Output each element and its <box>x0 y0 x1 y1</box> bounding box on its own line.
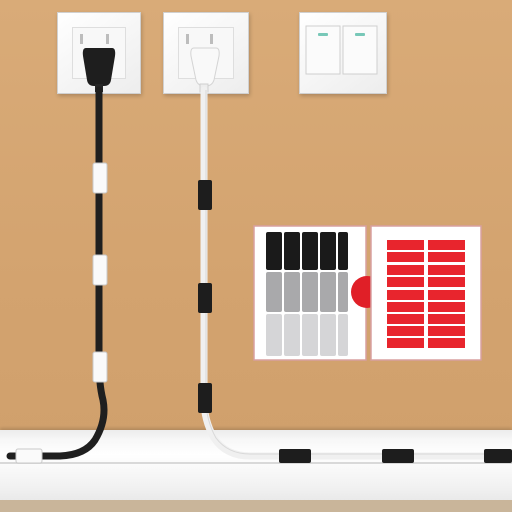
white-cable-clips <box>198 180 512 463</box>
switch-rockers <box>305 25 378 75</box>
floor <box>0 500 512 512</box>
baseboard <box>0 430 512 512</box>
black-cable <box>6 86 108 460</box>
clips-product-card <box>253 225 367 361</box>
baseboard-groove <box>0 462 512 464</box>
adhesive-pads-card <box>370 225 482 361</box>
black-plug <box>82 48 116 92</box>
outlet-holes <box>80 34 213 44</box>
white-plug <box>190 47 220 93</box>
adhesive-pads <box>387 240 465 348</box>
black-cable-clips <box>15 162 108 464</box>
